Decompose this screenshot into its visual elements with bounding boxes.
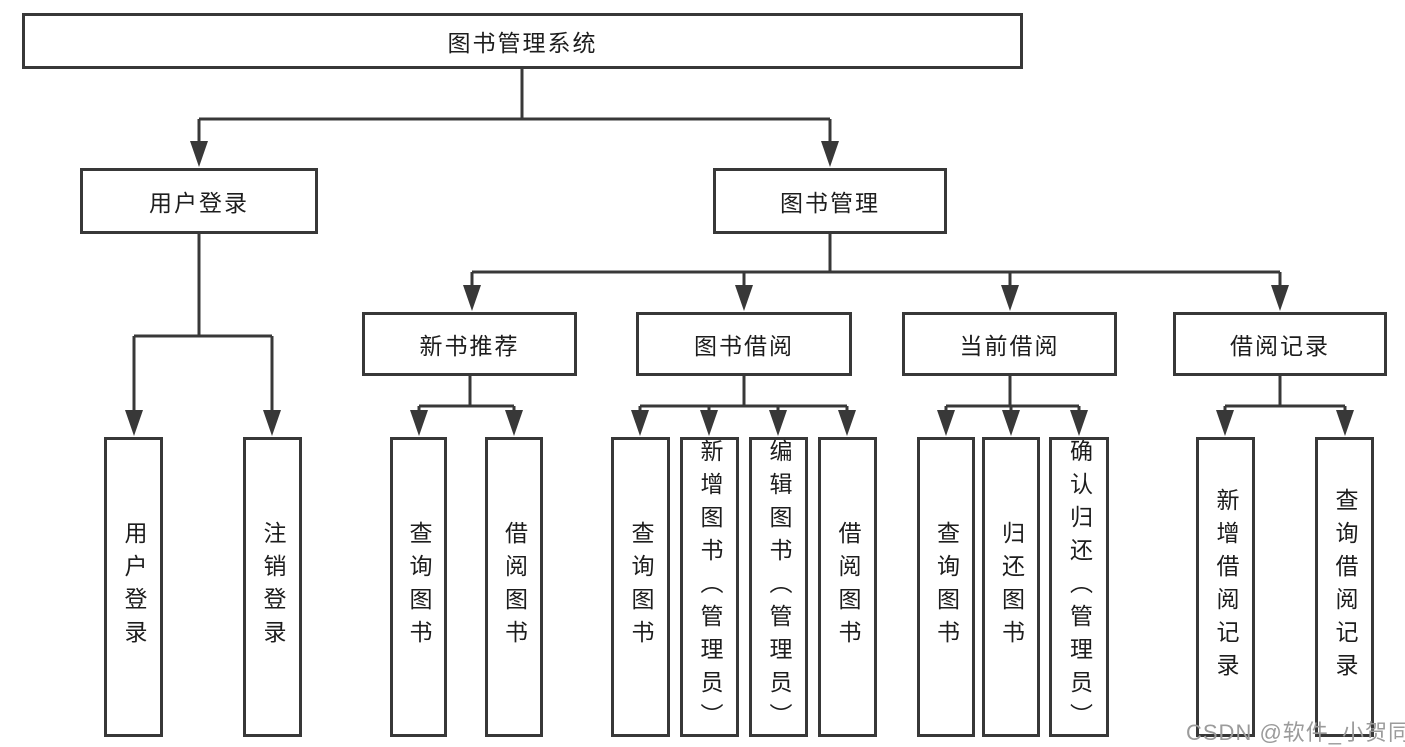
connector-newbookrec-to-leaves bbox=[417, 376, 516, 414]
node-user-login: 用户登录 bbox=[80, 168, 318, 234]
leaf-edit-books-admin: 编辑图书（管理员） bbox=[749, 437, 808, 737]
leaf-query-borrow-record: 查询借阅记录 bbox=[1315, 437, 1374, 737]
leaf-query-books-recommend: 查询图书 bbox=[390, 437, 447, 737]
leaf-add-borrow-record-label: 新增借阅记录 bbox=[1213, 488, 1239, 686]
node-borrow-records: 借阅记录 bbox=[1173, 312, 1387, 376]
node-new-book-recommend-label: 新书推荐 bbox=[419, 333, 520, 359]
leaf-borrow-books-borrowing-label: 借阅图书 bbox=[835, 521, 861, 653]
leaf-return-books-label: 归还图书 bbox=[998, 521, 1025, 653]
connector-bookborrow-to-leaves bbox=[638, 376, 849, 414]
connector-userlogin-to-leaves bbox=[132, 234, 274, 414]
connector-borrowrecords-to-leaves bbox=[1223, 376, 1347, 414]
node-root: 图书管理系统 bbox=[22, 13, 1023, 69]
leaf-query-books-recommend-label: 查询图书 bbox=[406, 521, 432, 653]
leaf-query-books-borrowing-label: 查询图书 bbox=[628, 521, 654, 653]
leaf-query-borrow-record-label: 查询借阅记录 bbox=[1332, 488, 1358, 686]
leaf-add-borrow-record: 新增借阅记录 bbox=[1196, 437, 1255, 737]
node-borrow-records-label: 借阅记录 bbox=[1230, 333, 1330, 359]
leaf-return-books: 归还图书 bbox=[982, 437, 1040, 737]
node-current-borrowing-label: 当前借阅 bbox=[959, 333, 1060, 359]
leaf-confirm-return-admin: 确认归还（管理员） bbox=[1049, 437, 1109, 737]
arrowheads bbox=[125, 141, 1354, 436]
connector-root-to-level2 bbox=[197, 69, 832, 145]
leaf-logout-label: 注销登录 bbox=[260, 521, 286, 653]
leaf-add-books-admin-label: 新增图书（管理员） bbox=[697, 438, 723, 736]
leaf-user-login-label: 用户登录 bbox=[121, 521, 147, 653]
connector-currentborrow-to-leaves bbox=[944, 376, 1081, 414]
node-book-management-label: 图书管理 bbox=[780, 190, 880, 216]
watermark-text: CSDN @软件_小贺同学 bbox=[1186, 720, 1405, 745]
node-book-management: 图书管理 bbox=[713, 168, 947, 234]
leaf-query-books-current: 查询图书 bbox=[917, 437, 975, 737]
leaf-borrow-books-borrowing: 借阅图书 bbox=[818, 437, 877, 737]
node-root-label: 图书管理系统 bbox=[447, 30, 598, 56]
leaf-query-books-borrowing: 查询图书 bbox=[611, 437, 670, 737]
leaf-user-login: 用户登录 bbox=[104, 437, 163, 737]
leaf-confirm-return-admin-label: 确认归还（管理员） bbox=[1066, 438, 1093, 736]
node-book-borrowing-label: 图书借阅 bbox=[694, 333, 794, 359]
node-user-login-label: 用户登录 bbox=[149, 190, 249, 216]
leaf-logout: 注销登录 bbox=[243, 437, 302, 737]
leaf-query-books-current-label: 查询图书 bbox=[933, 521, 960, 653]
leaf-borrow-books-recommend-label: 借阅图书 bbox=[501, 521, 528, 653]
node-new-book-recommend: 新书推荐 bbox=[362, 312, 577, 376]
leaf-borrow-books-recommend: 借阅图书 bbox=[485, 437, 543, 737]
leaf-edit-books-admin-label: 编辑图书（管理员） bbox=[766, 438, 792, 736]
node-current-borrowing: 当前借阅 bbox=[902, 312, 1117, 376]
node-book-borrowing: 图书借阅 bbox=[636, 312, 852, 376]
leaf-add-books-admin: 新增图书（管理员） bbox=[680, 437, 739, 737]
connector-bookmgmt-to-level3 bbox=[470, 234, 1282, 289]
